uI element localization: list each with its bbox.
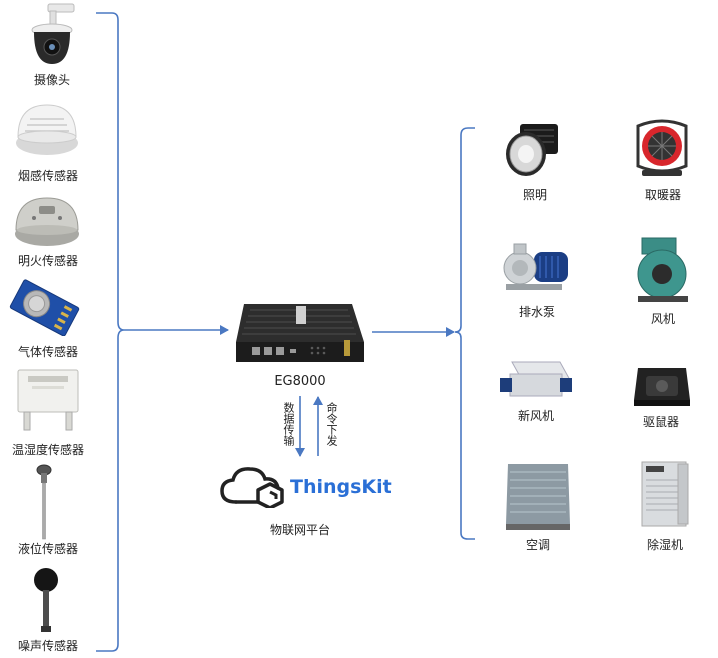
sensor-label-camera: 摄像头 [33, 73, 70, 87]
device-label-fan: 风机 [650, 312, 675, 326]
smoke-detector-icon [16, 104, 78, 155]
platform-caption: 物联网平台 [269, 523, 330, 537]
sensor-label-humidity: 温湿度传感器 [11, 443, 84, 457]
water-pump-icon [503, 243, 568, 290]
gateway-label: EG8000 [274, 374, 326, 389]
camera-icon [31, 3, 75, 64]
fresh-air-unit-icon [500, 361, 572, 397]
platform-brand: ThingsKit [290, 476, 392, 498]
command-dispatch-label: 命令下发 [325, 402, 338, 446]
device-label-lighting: 照明 [522, 188, 547, 202]
sensor-label-level: 液位传感器 [17, 542, 78, 556]
sensor-label-flame: 明火传感器 [17, 254, 78, 268]
device-label-heater: 取暖器 [644, 188, 681, 202]
dehumidifier-icon [641, 461, 689, 527]
noise-sensor-icon [34, 568, 58, 632]
blower-fan-icon [637, 237, 688, 302]
device-label-fresh-air: 新风机 [517, 409, 554, 423]
device-label-repeller: 驱鼠器 [642, 415, 679, 429]
heater-icon [636, 119, 688, 176]
air-cooler-icon [506, 464, 570, 530]
right-bracket [454, 127, 475, 540]
cloud-logo-icon [220, 467, 284, 508]
data-transfer-label: 数据传输 [282, 402, 295, 446]
device-label-pump: 排水泵 [518, 305, 555, 319]
floodlight-icon [506, 124, 558, 176]
left-bracket [96, 12, 125, 652]
gateway-device-icon [236, 304, 364, 362]
level-sensor-icon [36, 464, 52, 540]
sensor-label-noise: 噪声传感器 [17, 639, 78, 653]
sensor-label-smoke: 烟感传感器 [17, 169, 78, 183]
device-label-dehumidifier: 除湿机 [646, 538, 683, 552]
flame-detector-icon [15, 197, 79, 246]
rodent-repeller-icon [634, 368, 690, 406]
device-label-aircon: 空调 [525, 538, 550, 552]
gas-sensor-icon [9, 279, 80, 336]
sensor-label-gas: 气体传感器 [17, 345, 78, 359]
humidity-sensor-icon [17, 369, 79, 431]
